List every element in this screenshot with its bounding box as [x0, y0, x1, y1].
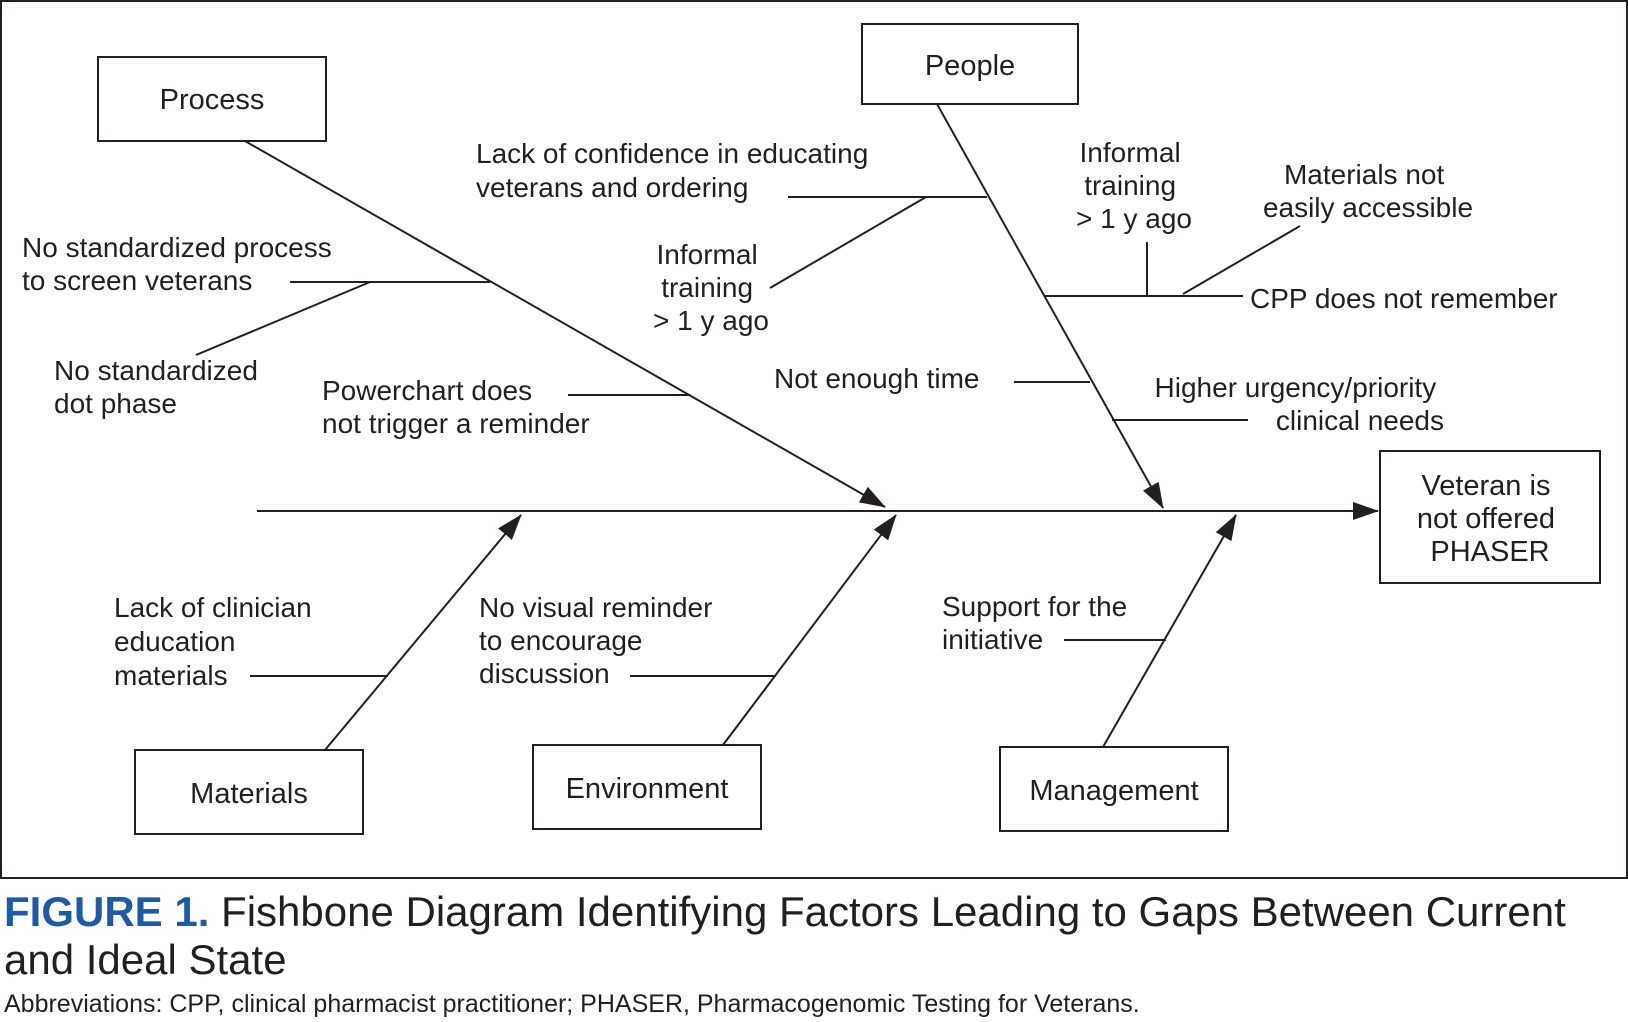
cause-cpp-not-remember: CPP does not remember [1250, 283, 1558, 314]
environment-label: Environment [566, 773, 729, 805]
cause-informal-training-a: Informal training > 1 y ago [653, 239, 769, 336]
cause-materials-not-accessible: Materials not easily accessible [1263, 159, 1473, 223]
management-label: Management [1029, 775, 1198, 807]
cause-lack-confidence: Lack of confidence in educating veterans… [476, 138, 876, 203]
process-box [97, 56, 327, 142]
cause-support-initiative: Support for the initiative [942, 591, 1135, 655]
figure-label: FIGURE 1. [4, 888, 210, 935]
cause-line [1182, 225, 1301, 295]
cause-powerchart: Powerchart does not trigger a reminder [322, 375, 590, 439]
environment-bone [722, 514, 897, 746]
cause-higher-urgency: Higher urgency/priority clinical needs [1155, 372, 1444, 436]
figure-caption: FIGURE 1. Fishbone Diagram Identifying F… [4, 888, 1624, 984]
cause-no-std-dot-phase: No standardized dot phase [54, 355, 266, 419]
materials-bone [324, 514, 522, 751]
abbreviations-note: Abbreviations: CPP, clinical pharmacist … [4, 990, 1140, 1018]
materials-label: Materials [190, 778, 308, 810]
management-box [999, 746, 1229, 832]
cause-no-visual-reminder: No visual reminder to encourage discussi… [479, 592, 720, 689]
cause-line [769, 196, 927, 289]
process-bone [244, 140, 886, 508]
people-bone [936, 103, 1164, 509]
process-label: Process [160, 84, 265, 116]
effect-label: Veteran is not offered PHASER [1417, 470, 1563, 568]
figure-title: Fishbone Diagram Identifying Factors Lea… [4, 888, 1566, 983]
cause-not-enough-time: Not enough time [774, 363, 979, 394]
management-bone [1102, 514, 1237, 748]
people-label: People [925, 50, 1015, 82]
cause-informal-training-b: Informal training > 1 y ago [1076, 137, 1192, 234]
cause-no-std-process: No standardized process to screen vetera… [22, 232, 340, 296]
cause-line [195, 281, 371, 356]
diagram-frame [0, 0, 1628, 879]
fishbone-diagram: Veteran is not offered PHASER Process No… [0, 0, 1628, 879]
materials-box [134, 749, 364, 835]
people-box [861, 23, 1079, 105]
environment-box [532, 744, 762, 830]
effect-box [1379, 450, 1601, 584]
cause-lack-clinician-edu: Lack of clinician education materials [114, 592, 319, 691]
